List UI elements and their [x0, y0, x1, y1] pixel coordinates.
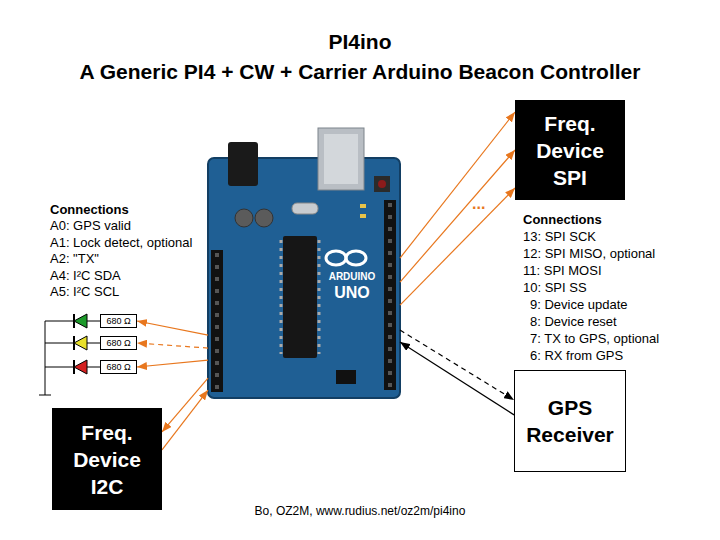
title: PI4ino [0, 29, 720, 55]
signal-wire [400, 188, 515, 305]
pin-note: 11: SPI MOSI [523, 263, 602, 279]
pin-note: A1: Lock detect, optional [50, 235, 192, 251]
resistor-box: 680 Ω [100, 360, 137, 374]
signal-wire [137, 360, 208, 367]
section-heading: Connections [50, 202, 129, 218]
signal-wire [162, 390, 208, 450]
pin-note: A0: GPS valid [50, 218, 131, 234]
pin-note: 6: RX from GPS [530, 348, 623, 364]
resistor-box: 680 Ω [100, 336, 137, 350]
pin-note: A2: "TX" [50, 251, 99, 267]
pin-note: 12: SPI MISO, optional [523, 246, 655, 262]
box-label: 680 Ω [106, 338, 130, 349]
pin-note: 8: Device reset [530, 314, 617, 330]
device-box: GPS Receiver [514, 370, 626, 472]
resistor-box: 680 Ω [100, 314, 137, 328]
pin-note: A5: I²C SCL [50, 284, 119, 300]
signal-wire [137, 343, 208, 348]
signal-wire [400, 330, 514, 400]
arduino-board: ARDUINOUNO [208, 158, 400, 398]
arduino-board [208, 128, 400, 398]
box-label: 680 Ω [106, 316, 130, 327]
pin-note: 10: SPI SS [523, 280, 587, 296]
box-label: Freq. Device SPI [525, 110, 615, 191]
pin-note: 9: Device update [530, 297, 628, 313]
logo-text: UNO [334, 283, 370, 302]
signal-wire [400, 342, 514, 415]
ellipsis-mark: ... [472, 196, 485, 212]
led-circuit [39, 314, 100, 395]
pin-note: 13: SPI SCK [523, 229, 596, 245]
signal-wire [400, 150, 515, 282]
device-box: Freq. Device SPI [515, 100, 625, 200]
pin-note: A4: I²C SDA [50, 268, 121, 284]
box-label: GPS Receiver [525, 394, 615, 448]
logo-text: ARDUINO [329, 270, 376, 283]
pin-note: 7: TX to GPS, optional [530, 331, 659, 347]
box-label: Freq. Device I2C [62, 419, 152, 500]
section-heading: Connections [523, 212, 602, 228]
caption: Bo, OZ2M, www.rudius.net/oz2m/pi4ino [0, 503, 720, 519]
box-label: 680 Ω [106, 362, 130, 373]
subtitle: A Generic PI4 + CW + Carrier Arduino Bea… [0, 59, 720, 85]
signal-wire [400, 112, 515, 258]
device-box: Freq. Device I2C [52, 408, 162, 510]
signal-wire [137, 321, 208, 335]
logo-text: ARDUINOUNO [312, 270, 392, 302]
signal-wire [162, 378, 208, 432]
